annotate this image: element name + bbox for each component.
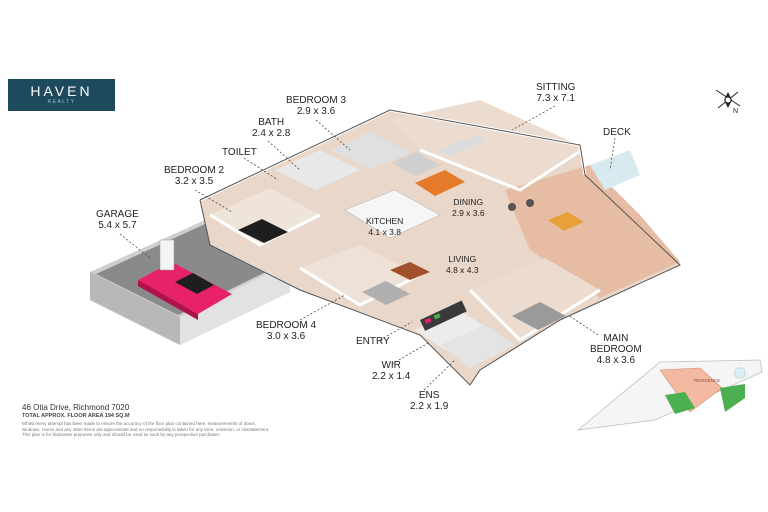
room-label-sitting: SITTING 7.3 x 7.1 bbox=[536, 82, 575, 104]
wir-name: WIR bbox=[381, 360, 401, 371]
ens-name: ENS bbox=[418, 390, 440, 401]
floor-area: TOTAL APPROX. FLOOR AREA 194 SQ.M bbox=[22, 413, 130, 419]
room-label-living: LIVING 4.8 x 4.3 bbox=[446, 254, 479, 276]
bath-dims: 2.4 x 2.8 bbox=[252, 128, 291, 139]
entry-name: ENTRY bbox=[356, 336, 390, 347]
site-plan-label: RESIDENCE bbox=[694, 378, 721, 383]
wall-edges bbox=[199, 109, 681, 386]
room-label-toilet: TOILET bbox=[222, 147, 257, 158]
compass-icon bbox=[715, 89, 741, 109]
garage-name: GARAGE bbox=[96, 209, 139, 220]
room-label-wir: WIR 2.2 x 1.4 bbox=[372, 360, 410, 382]
bedroom4-dims: 3.0 x 3.6 bbox=[266, 331, 306, 342]
living-name: LIVING bbox=[448, 254, 477, 264]
room-label-entry: ENTRY bbox=[356, 336, 390, 347]
room-label-garage: GARAGE 5.4 x 5.7 bbox=[96, 209, 139, 231]
room-label-bedroom3: BEDROOM 3 2.9 x 3.6 bbox=[286, 95, 346, 117]
brand-logo: HAVEN REALTY bbox=[8, 79, 115, 111]
bedroom3-dims: 2.9 x 3.6 bbox=[296, 106, 336, 117]
room-label-deck: DECK bbox=[603, 127, 631, 138]
car-icon bbox=[138, 262, 232, 320]
sitting-name: SITTING bbox=[536, 82, 576, 93]
wir-dims: 2.2 x 1.4 bbox=[372, 371, 411, 382]
bedroom4-name: BEDROOM 4 bbox=[256, 320, 317, 331]
property-address: 46 Otia Drive, Richmond 7020 bbox=[22, 403, 130, 412]
brand-name: HAVEN bbox=[30, 83, 93, 99]
toilet-name: TOILET bbox=[222, 147, 257, 158]
dining-dims: 2.9 x 3.6 bbox=[452, 208, 485, 218]
kitchen-name: KITCHEN bbox=[366, 216, 404, 226]
room-label-kitchen: KITCHEN 4.1 x 3.8 bbox=[366, 216, 403, 238]
main-bedroom-dims: 4.8 x 3.6 bbox=[596, 355, 636, 366]
kitchen-dims: 4.1 x 3.8 bbox=[368, 227, 401, 237]
disclaimer-line-2: windows, rooms and any other items are a… bbox=[22, 426, 270, 432]
plan-footer: 46 Otia Drive, Richmond 7020 TOTAL APPRO… bbox=[22, 403, 322, 438]
room-label-dining: DINING 2.9 x 3.6 bbox=[452, 197, 485, 219]
dining-name: DINING bbox=[453, 197, 484, 207]
room-label-bedroom4: BEDROOM 4 3.0 x 3.6 bbox=[256, 320, 316, 342]
bath-name: BATH bbox=[258, 117, 285, 128]
brand-sub: REALTY bbox=[47, 99, 76, 105]
room-label-main-bedroom: MAIN BEDROOM 4.8 x 3.6 bbox=[590, 333, 642, 366]
room-label-ens: ENS 2.2 x 1.9 bbox=[410, 390, 448, 412]
compass-label: N bbox=[733, 108, 739, 115]
bedroom3-name: BEDROOM 3 bbox=[286, 95, 347, 106]
sitting-dims: 7.3 x 7.1 bbox=[536, 93, 575, 104]
site-plan-inset bbox=[576, 359, 763, 431]
disclaimer-line-3: This plan is for illustrative purposes o… bbox=[22, 432, 221, 437]
garage-dims: 5.4 x 5.7 bbox=[98, 220, 137, 231]
furniture bbox=[238, 134, 584, 331]
ens-dims: 2.2 x 1.9 bbox=[410, 401, 449, 412]
disclaimer-line-1: Whilst every attempt has been made to en… bbox=[22, 421, 257, 426]
deck-name: DECK bbox=[603, 127, 631, 138]
bedroom2-name: BEDROOM 2 bbox=[164, 165, 225, 176]
living-dims: 4.8 x 4.3 bbox=[446, 265, 479, 275]
main-bedroom-name2: BEDROOM bbox=[590, 344, 642, 355]
room-label-bedroom2: BEDROOM 2 3.2 x 3.5 bbox=[164, 165, 224, 187]
bedroom2-dims: 3.2 x 3.5 bbox=[174, 176, 214, 187]
main-bedroom-name: MAIN bbox=[603, 333, 629, 344]
room-label-bath: BATH 2.4 x 2.8 bbox=[252, 117, 290, 139]
